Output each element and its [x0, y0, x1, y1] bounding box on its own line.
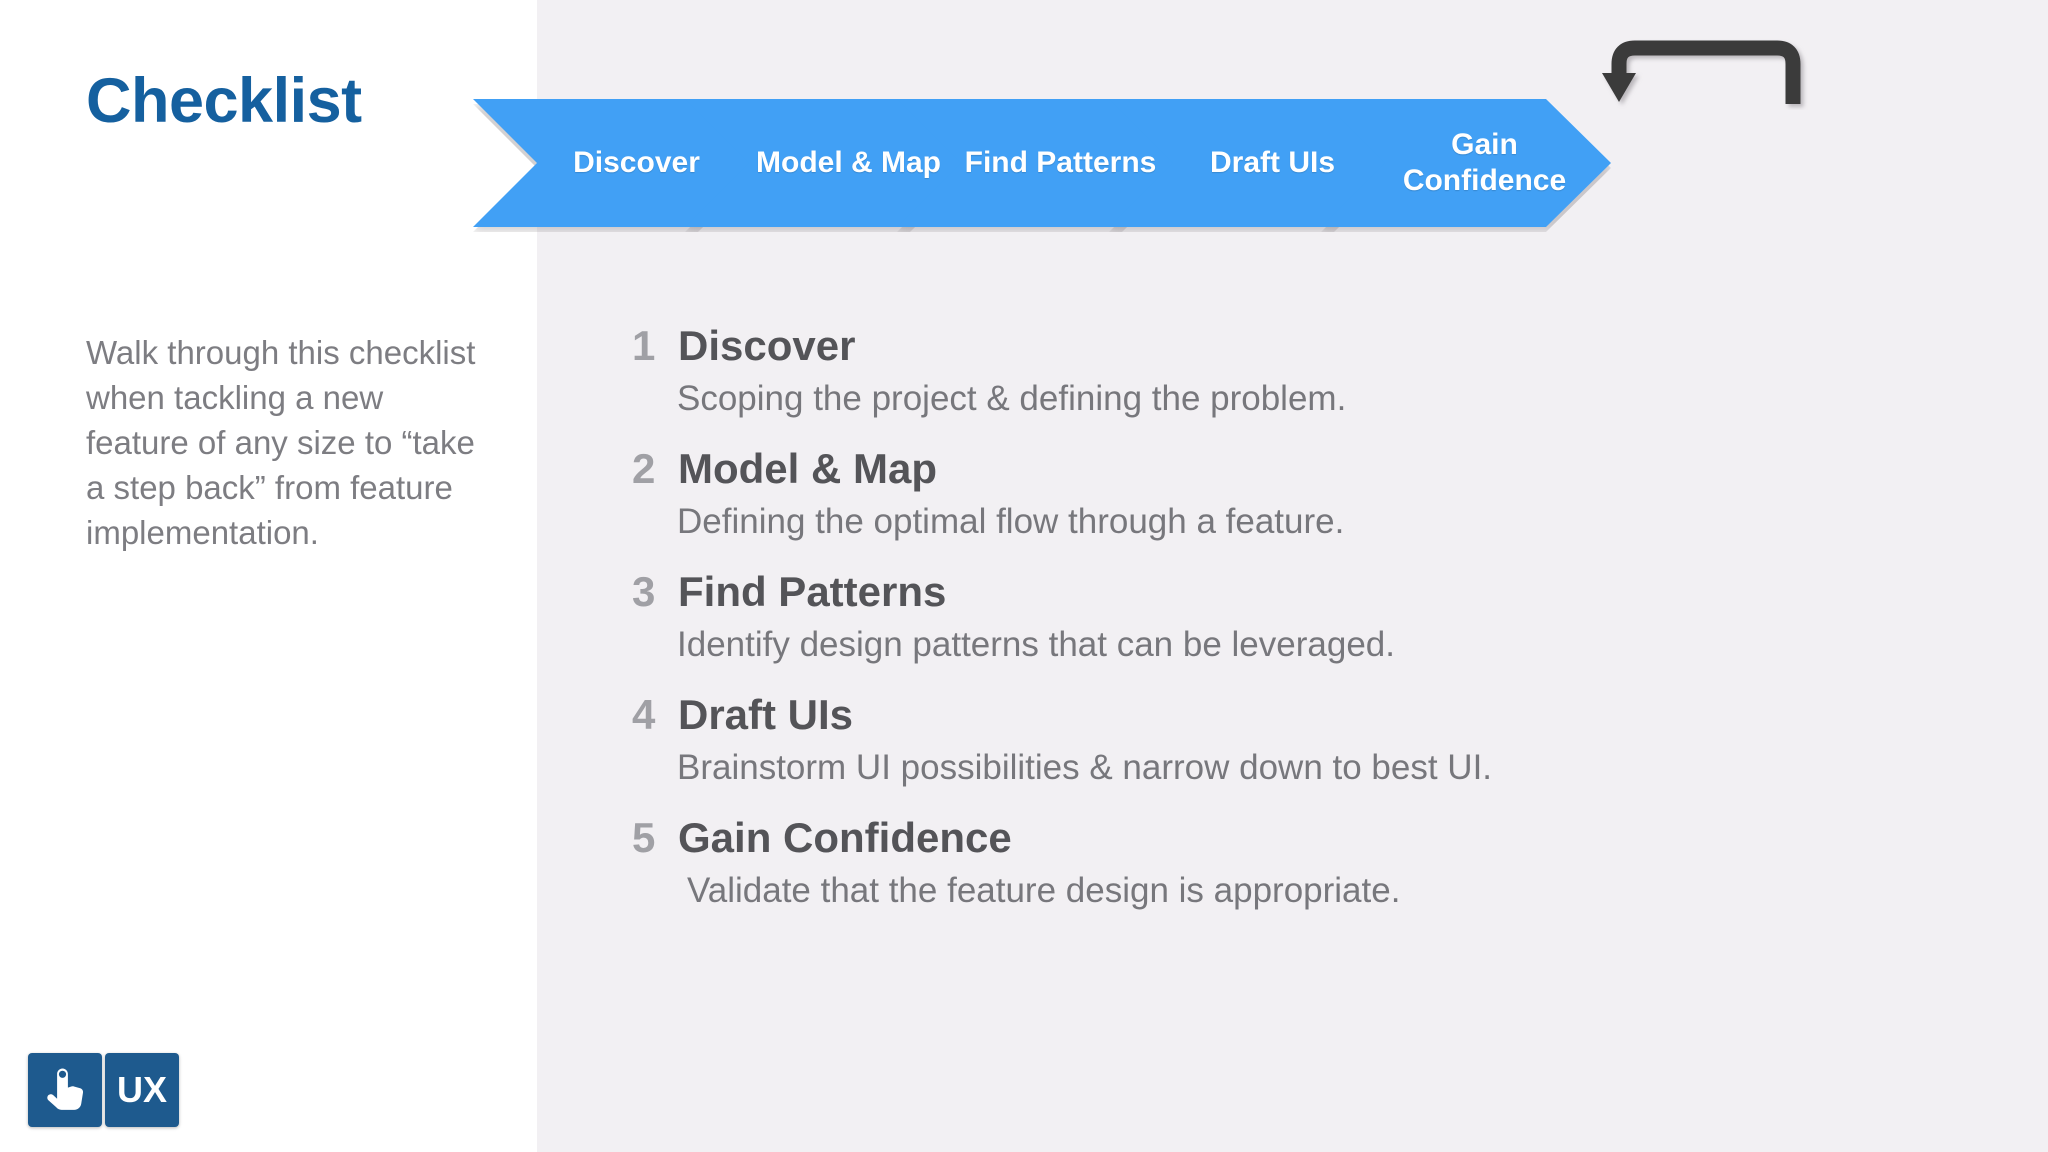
list-item-title: Model & Map	[678, 445, 937, 492]
brand-logo: UX	[28, 1053, 179, 1127]
list-item-title: Gain Confidence	[678, 814, 1012, 861]
list-item-number: 2	[632, 445, 656, 492]
logo-ux-label: UX	[116, 1069, 167, 1110]
touch-hand-icon	[43, 1065, 87, 1115]
list-item-description: Validate that the feature design is appr…	[687, 871, 1401, 910]
list-item-description: Defining the optimal flow through a feat…	[677, 502, 1345, 541]
list-item-description: Identify design patterns that can be lev…	[677, 625, 1395, 664]
list-item-title: Discover	[678, 322, 856, 369]
process-step-label: Gain Confidence	[1402, 128, 1567, 197]
left-panel: Checklist Walk through this checklist wh…	[0, 0, 537, 1152]
list-item-number: 5	[632, 814, 656, 861]
list-item-heading: 2 Model & Map	[537, 441, 2048, 497]
checklist-list: 1 Discover Scoping the project & definin…	[537, 318, 2048, 933]
list-item-title: Find Patterns	[678, 568, 947, 615]
process-flow-diagram: Discover Model & Map Find Patterns Draft…	[473, 99, 2048, 232]
list-item-description: Scoping the project & defining the probl…	[677, 379, 1347, 418]
list-item-title: Draft UIs	[678, 691, 854, 738]
list-item-heading: 4 Draft UIs	[537, 687, 2048, 743]
list-item: 2 Model & Map Defining the optimal flow …	[537, 441, 2048, 547]
logo-touch-tile	[28, 1053, 102, 1127]
list-item-heading: 5 Gain Confidence	[537, 810, 2048, 866]
page-title: Checklist	[86, 66, 362, 136]
loopback-arrow-icon	[1602, 40, 1801, 104]
logo-ux-tile: UX	[105, 1053, 179, 1127]
right-panel: Discover Model & Map Find Patterns Draft…	[473, 0, 2048, 1152]
list-item-heading: 1 Discover	[537, 318, 2048, 374]
list-item: 4 Draft UIs Brainstorm UI possibilities …	[537, 687, 2048, 793]
list-item-heading: 3 Find Patterns	[537, 564, 2048, 620]
intro-paragraph: Walk through this checklist when tacklin…	[86, 334, 476, 551]
list-item-number: 3	[632, 568, 656, 615]
process-step-label: Model & Map	[756, 146, 941, 179]
process-step-label: Find Patterns	[964, 146, 1157, 179]
list-item-number: 1	[632, 322, 656, 369]
list-item: 3 Find Patterns Identify design patterns…	[537, 564, 2048, 670]
process-step-label: Draft UIs	[1209, 146, 1336, 179]
process-step-label: Discover	[573, 146, 700, 179]
list-item-description: Brainstorm UI possibilities & narrow dow…	[677, 748, 1493, 787]
list-item: 5 Gain Confidence Validate that the feat…	[537, 810, 2048, 916]
list-item-number: 4	[632, 691, 656, 738]
list-item: 1 Discover Scoping the project & definin…	[537, 318, 2048, 424]
